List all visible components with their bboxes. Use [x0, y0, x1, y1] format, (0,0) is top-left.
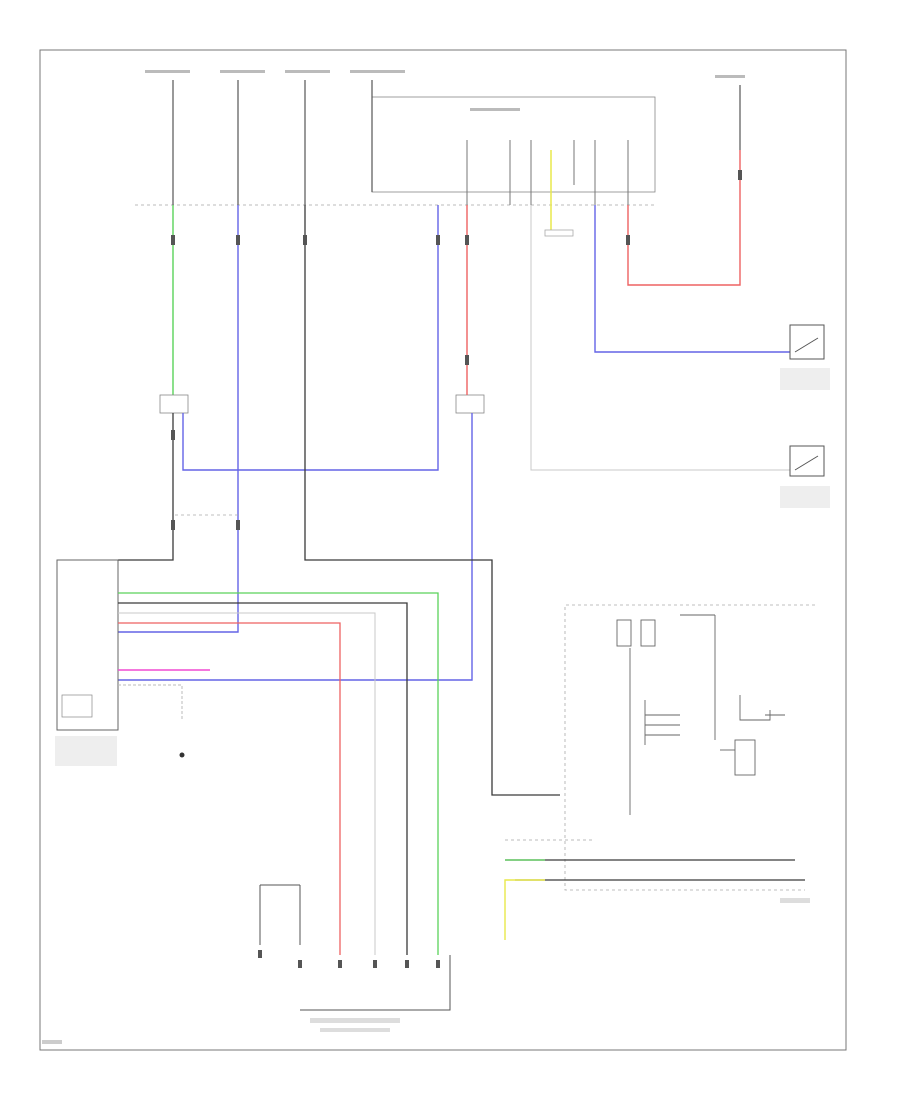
left-relay-box [159, 394, 189, 414]
connector-assembly-label-mark [780, 898, 810, 903]
ground-point-ecu [179, 752, 185, 758]
mark-15 [373, 960, 377, 968]
wire-blue-left [118, 205, 239, 633]
connector-assembly-box [564, 604, 815, 891]
fuse-label-4-mark [350, 70, 405, 73]
wire-blue-loop [182, 205, 439, 471]
wire-black-ecu [118, 602, 408, 955]
mark-4 [436, 235, 440, 245]
wire-red-right [627, 150, 741, 286]
wire-black-drop3 [304, 205, 560, 796]
wire-yellow-lower [504, 879, 545, 940]
right-switch-1-contact [794, 337, 819, 353]
wire-green-ecu [118, 592, 439, 955]
mark-13 [298, 960, 302, 968]
assembly-part-3 [734, 739, 756, 776]
connector-marks [171, 170, 742, 968]
mark-5 [465, 235, 469, 245]
corner-mark [42, 1040, 62, 1044]
fuse-label-1-mark [145, 70, 190, 73]
wire-black-left [118, 413, 174, 561]
right-switch-1-label-mark [780, 368, 830, 390]
top-drops [172, 80, 741, 205]
top-fuse-labels [145, 70, 745, 111]
junction-block-box [371, 96, 656, 193]
right-switch-2 [780, 445, 830, 508]
wire-red-ecu [118, 622, 341, 955]
ecu-block [56, 559, 119, 731]
mark-11 [236, 520, 240, 530]
mark-10 [171, 520, 175, 530]
mark-3 [303, 235, 307, 245]
mark-9 [465, 355, 469, 365]
switch-sub-label-mark [320, 1028, 390, 1032]
wire-blue-mid-to-ecu [118, 413, 473, 681]
fuse-label-3-mark [285, 70, 330, 73]
ecu-label-mark [55, 736, 117, 766]
wire-gray-right-switch [530, 205, 790, 471]
fuse-label-5-mark [715, 75, 745, 78]
mark-12 [258, 950, 262, 958]
connector-assembly-internals [616, 614, 785, 815]
wire-gray-ecu [118, 612, 376, 955]
mark-8 [171, 430, 175, 440]
connector-junction [544, 229, 574, 237]
assembly-part-1 [616, 619, 632, 647]
mark-6 [626, 235, 630, 245]
junction-label-mark [470, 108, 520, 111]
right-switch-1-box [789, 324, 825, 360]
assembly-line-8 [739, 695, 771, 721]
diagram-border [39, 49, 847, 1051]
right-switch-2-contact [794, 455, 819, 471]
mark-7 [738, 170, 742, 180]
switch-label-mark [310, 1018, 400, 1023]
mark-16 [405, 960, 409, 968]
right-switch-2-box [789, 445, 825, 477]
mark-1 [171, 235, 175, 245]
ecu-inner-switch [61, 694, 93, 718]
right-switch-1 [780, 324, 830, 390]
mark-14 [338, 960, 342, 968]
wire-blue-right-switch [594, 205, 790, 353]
mark-17 [436, 960, 440, 968]
mid-relay-box [455, 394, 485, 414]
fuse-label-2-mark [220, 70, 265, 73]
junction-pins [466, 140, 629, 205]
switch-bottom-bracket [300, 955, 451, 1011]
wire-ground-ecu [118, 684, 183, 720]
mark-2 [236, 235, 240, 245]
right-switch-2-label-mark [780, 486, 830, 508]
assembly-part-2 [640, 619, 656, 647]
